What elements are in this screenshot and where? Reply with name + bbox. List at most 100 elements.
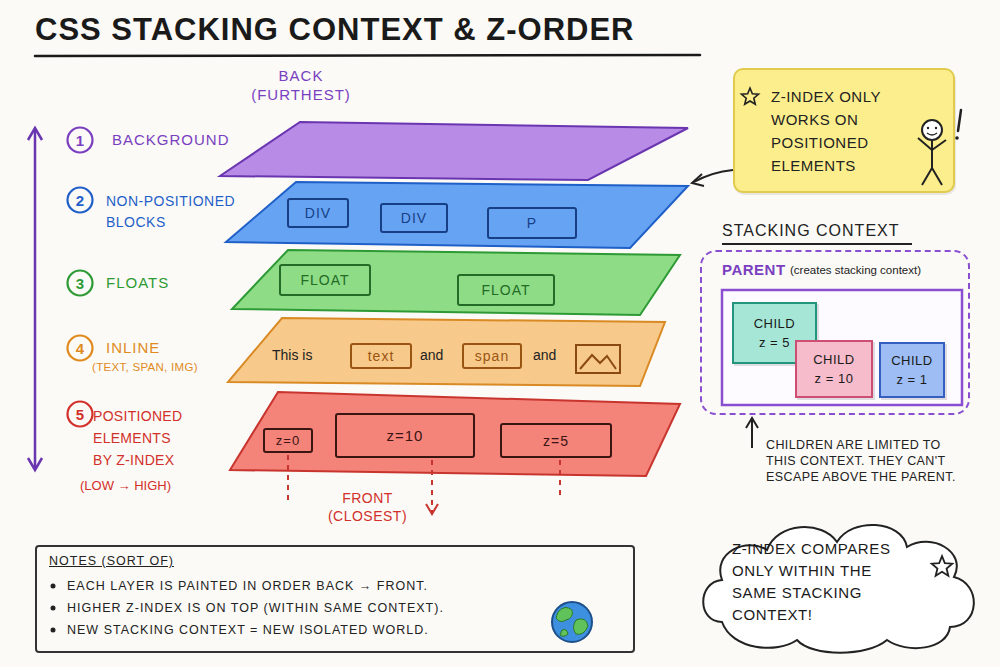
child-box: CHILD z = 10 — [795, 340, 873, 398]
bullet-dot — [51, 584, 56, 589]
globe-land — [560, 630, 568, 637]
block-box: DIV — [380, 203, 448, 233]
float-box: FLOAT — [457, 274, 555, 306]
inline-text: and — [420, 347, 443, 363]
stick-figure-eye — [927, 127, 929, 129]
layer-number-text: 4 — [66, 334, 94, 362]
stacking-context-box: PARENT (creates stacking context) CHILD z =… — [700, 250, 970, 415]
child-label: CHILD — [813, 352, 855, 367]
block-box: DIV — [287, 198, 349, 228]
arrow-head — [746, 418, 758, 428]
back-label: BACK (FURTHEST) — [236, 66, 366, 104]
layer-number: 1 — [66, 126, 94, 154]
layer-number: 2 — [66, 186, 94, 214]
star-symbol — [741, 88, 758, 104]
arrow-head — [426, 504, 438, 514]
exclamation-mark — [958, 110, 961, 131]
box-label: FLOAT — [481, 282, 530, 298]
image-mountain — [580, 355, 616, 369]
layer-number: 4 — [66, 334, 94, 362]
notes-box: NOTES (SORT OF)EACH LAYER IS PAINTED IN … — [35, 545, 635, 653]
exclamation-dot — [955, 136, 959, 140]
stick-figure-body — [931, 140, 933, 168]
diagram-title: CSS STACKING CONTEXT & Z-ORDER — [35, 12, 635, 48]
note-item: NEW STACKING CONTEXT = NEW ISOLATED WORL… — [67, 623, 429, 637]
stick-figure-leg — [932, 168, 942, 185]
globe-icon — [552, 602, 592, 642]
child-label: CHILD — [891, 353, 933, 368]
child-box: CHILD z = 1 — [879, 342, 945, 398]
front-label: FRONT (CLOSEST) — [320, 489, 415, 525]
inline-text: and — [533, 347, 556, 363]
background-layer — [220, 122, 688, 180]
arrow-head — [28, 128, 42, 140]
caption-pointer — [751, 420, 753, 448]
layer-sublabel: (LOW → HIGH) — [80, 478, 171, 493]
stick-figure-arm — [918, 138, 932, 150]
stick-figure-arm — [932, 140, 946, 150]
positioned-box: z=10 — [335, 413, 475, 458]
layer-label: POSITIONED ELEMENTS BY Z-INDEX — [93, 405, 190, 471]
layer-number: 3 — [66, 269, 94, 297]
positioned-layer — [230, 392, 680, 476]
parent-caption: (creates stacking context) — [790, 264, 921, 276]
notes-heading: NOTES (SORT OF) — [49, 554, 174, 568]
arrow-head — [28, 458, 42, 470]
layer-label: NON-POSITIONED BLOCKS — [106, 191, 256, 233]
z-index-value: z = 1 — [896, 372, 927, 387]
child-label: CHILD — [754, 316, 796, 331]
box-label: DIV — [305, 205, 331, 221]
box-label: span — [475, 348, 509, 364]
blocks-layer — [226, 182, 688, 248]
cloud-text: Z-INDEX COMPARES ONLY WITHIN THE SAME ST… — [732, 538, 910, 626]
parent-box — [722, 290, 962, 405]
z-index-value: z = 10 — [815, 371, 854, 386]
thought-cloud: Z-INDEX COMPARES ONLY WITHIN THE SAME ST… — [692, 512, 982, 657]
positioned-box: z=0 — [263, 428, 313, 453]
bullet-dot — [51, 606, 56, 611]
box-label: P — [527, 215, 537, 231]
sticky-note: Z-INDEX ONLY WORKS ON POSITIONED ELEMENT… — [733, 68, 955, 193]
heading-underline — [722, 243, 912, 245]
float-box: FLOAT — [279, 264, 371, 296]
layer-number-text: 5 — [66, 400, 94, 428]
box-label: text — [368, 348, 395, 364]
layer-number: 5 — [66, 400, 94, 428]
star-symbol — [932, 556, 953, 576]
note-item: HIGHER Z-INDEX IS ON TOP (WITHIN SAME CO… — [67, 601, 444, 615]
arrow-head — [692, 174, 704, 186]
layer-label: FLOATS — [106, 274, 169, 291]
box-label: DIV — [401, 210, 427, 226]
z-index-value: z = 5 — [759, 335, 790, 350]
positioned-box: z=5 — [500, 423, 612, 458]
box-label: z=10 — [387, 427, 424, 444]
box-label: z=0 — [276, 433, 300, 448]
section-heading: STACKING CONTEXT — [722, 222, 900, 240]
box-label: z=5 — [543, 433, 569, 449]
globe-land — [574, 619, 589, 634]
stick-figure-eye — [935, 127, 937, 129]
note-text: Z-INDEX ONLY WORKS ON POSITIONED ELEMENT… — [771, 85, 899, 177]
image-icon — [576, 345, 620, 373]
layer-label: INLINE — [106, 339, 160, 356]
stick-figure-smile — [927, 133, 937, 135]
globe-land — [556, 607, 572, 621]
bullet-dot — [51, 628, 56, 633]
block-box: P — [487, 207, 577, 239]
stick-figure-head — [922, 120, 942, 140]
inline-box: span — [462, 343, 522, 369]
floats-layer — [232, 250, 680, 315]
layer-number-text: 2 — [66, 186, 94, 214]
inline-text: This is — [272, 347, 312, 363]
depth-arrow — [34, 130, 37, 468]
drop-line — [559, 460, 561, 495]
layer-label: BACKGROUND — [112, 131, 230, 148]
layer-sublabel: (TEXT, SPAN, IMG) — [92, 361, 198, 373]
layer-number-text: 1 — [66, 126, 94, 154]
title-underline — [35, 55, 700, 56]
parent-label: PARENT — [722, 261, 786, 278]
layer-number-text: 3 — [66, 269, 94, 297]
cloud-shape — [703, 525, 974, 653]
